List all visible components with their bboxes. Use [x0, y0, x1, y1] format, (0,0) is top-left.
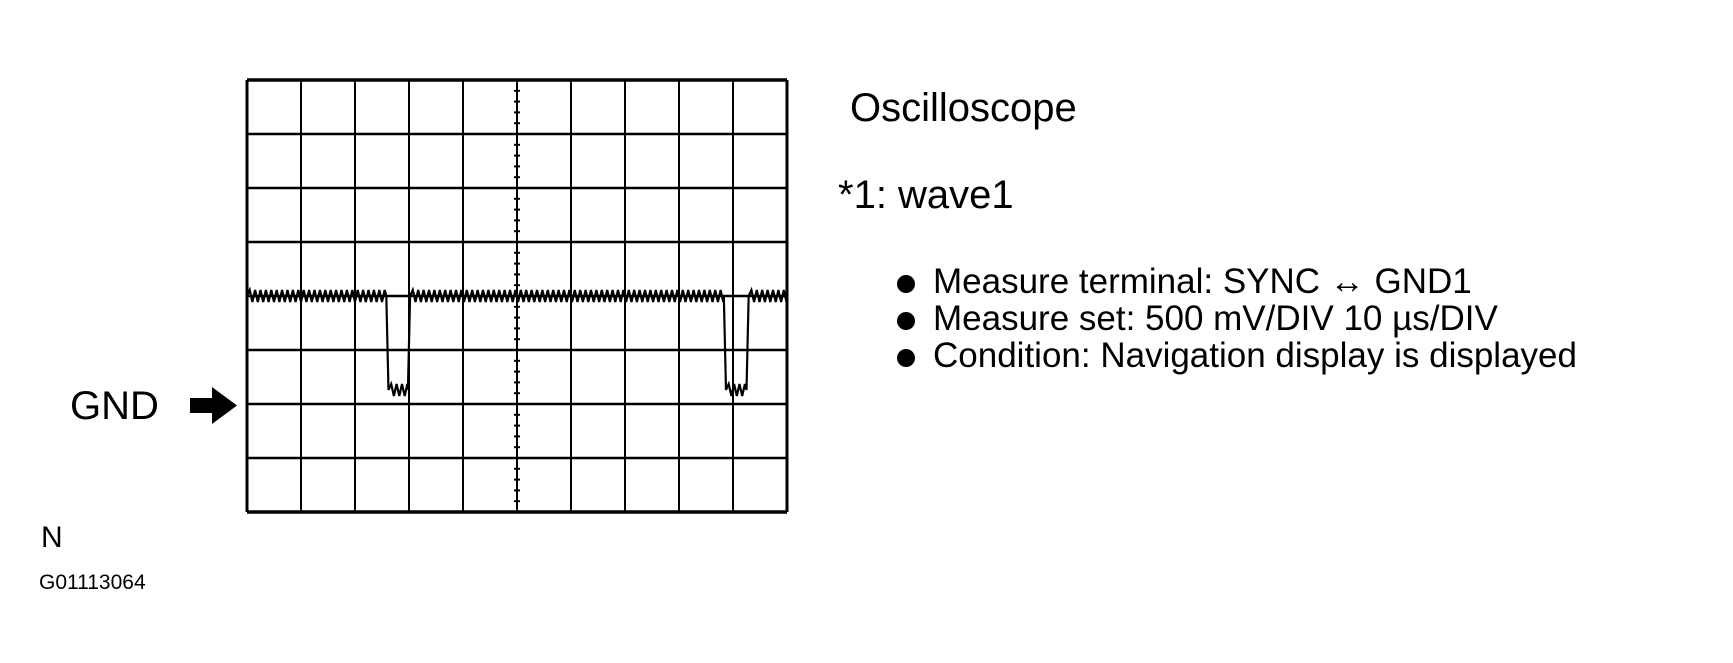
- center-axis-ticks: [514, 79, 520, 503]
- waveform-trace: [245, 286, 789, 397]
- figure-code: G01113064: [39, 571, 146, 594]
- wave-label: *1: wave1: [838, 173, 1014, 217]
- bullet-text: Measure terminal: SYNC ↔ GND1: [933, 262, 1472, 301]
- gnd-arrow-icon: [190, 387, 237, 424]
- bullet-icon: [897, 312, 915, 330]
- corner-label: N: [41, 521, 63, 554]
- bullet-measure-set: Measure set: 500 mV/DIV 10 µs/DIV: [897, 300, 1577, 337]
- bullet-icon: [897, 349, 915, 367]
- bullet-icon: [897, 275, 915, 293]
- bullet-text: Measure set: 500 mV/DIV 10 µs/DIV: [933, 299, 1498, 338]
- measurement-conditions-list: Measure terminal: SYNC ↔ GND1 Measure se…: [897, 263, 1577, 374]
- diagram-title: Oscilloscope: [850, 86, 1077, 130]
- bullet-measure-terminal: Measure terminal: SYNC ↔ GND1: [897, 263, 1577, 300]
- bullet-condition: Condition: Navigation display is display…: [897, 337, 1577, 374]
- bullet-text: Condition: Navigation display is display…: [933, 336, 1577, 375]
- gnd-label: GND: [70, 384, 159, 428]
